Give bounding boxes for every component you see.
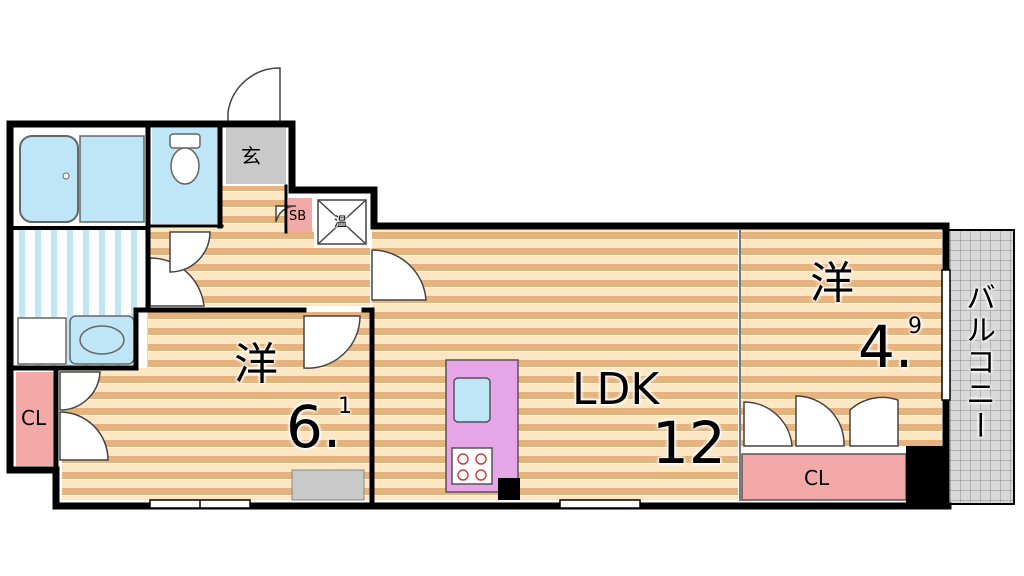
floor-ldk	[372, 230, 738, 500]
kitchen-sink	[453, 377, 491, 423]
balcony-label: バルコニー	[960, 282, 995, 442]
water-heater-label: 温	[334, 215, 348, 230]
shoe-box-label: SB	[289, 209, 307, 224]
room-western-right-label: 洋	[810, 258, 854, 309]
closet-left-label: CL	[21, 406, 47, 430]
fridge-space	[498, 478, 520, 500]
room-western-right-size-decimal: 9	[908, 314, 922, 339]
closet-right-area	[741, 453, 907, 501]
room-ldk-size: 12	[652, 409, 726, 477]
shoe-box-area	[288, 198, 312, 232]
entrance-label: 玄	[241, 144, 261, 168]
walls	[6, 120, 952, 510]
windows	[149, 269, 951, 509]
room-western-left-size: 6.	[286, 393, 342, 461]
hall-mat	[291, 469, 365, 501]
closet-left-area	[16, 372, 56, 466]
toilet-bowl	[170, 147, 200, 185]
shower-area	[79, 135, 145, 223]
entrance-area	[226, 128, 286, 184]
bathtub	[19, 135, 79, 223]
room-western-left-size-decimal: 1	[338, 394, 352, 419]
basin-bowl	[79, 325, 125, 355]
floor-western-right	[740, 230, 942, 446]
room-western-right-size: 4.	[858, 313, 914, 381]
stove	[451, 447, 493, 485]
water-heater-cross	[317, 199, 367, 245]
door-swings	[59, 67, 899, 461]
bathtub-drain	[62, 172, 70, 180]
washing-machine	[17, 317, 67, 365]
room-ldk-label: LDK	[572, 364, 660, 415]
room-western-left-label: 洋	[234, 339, 278, 390]
closet-right-label: CL	[804, 466, 830, 490]
pipe-space	[906, 446, 946, 504]
toilet-tank	[169, 133, 201, 149]
